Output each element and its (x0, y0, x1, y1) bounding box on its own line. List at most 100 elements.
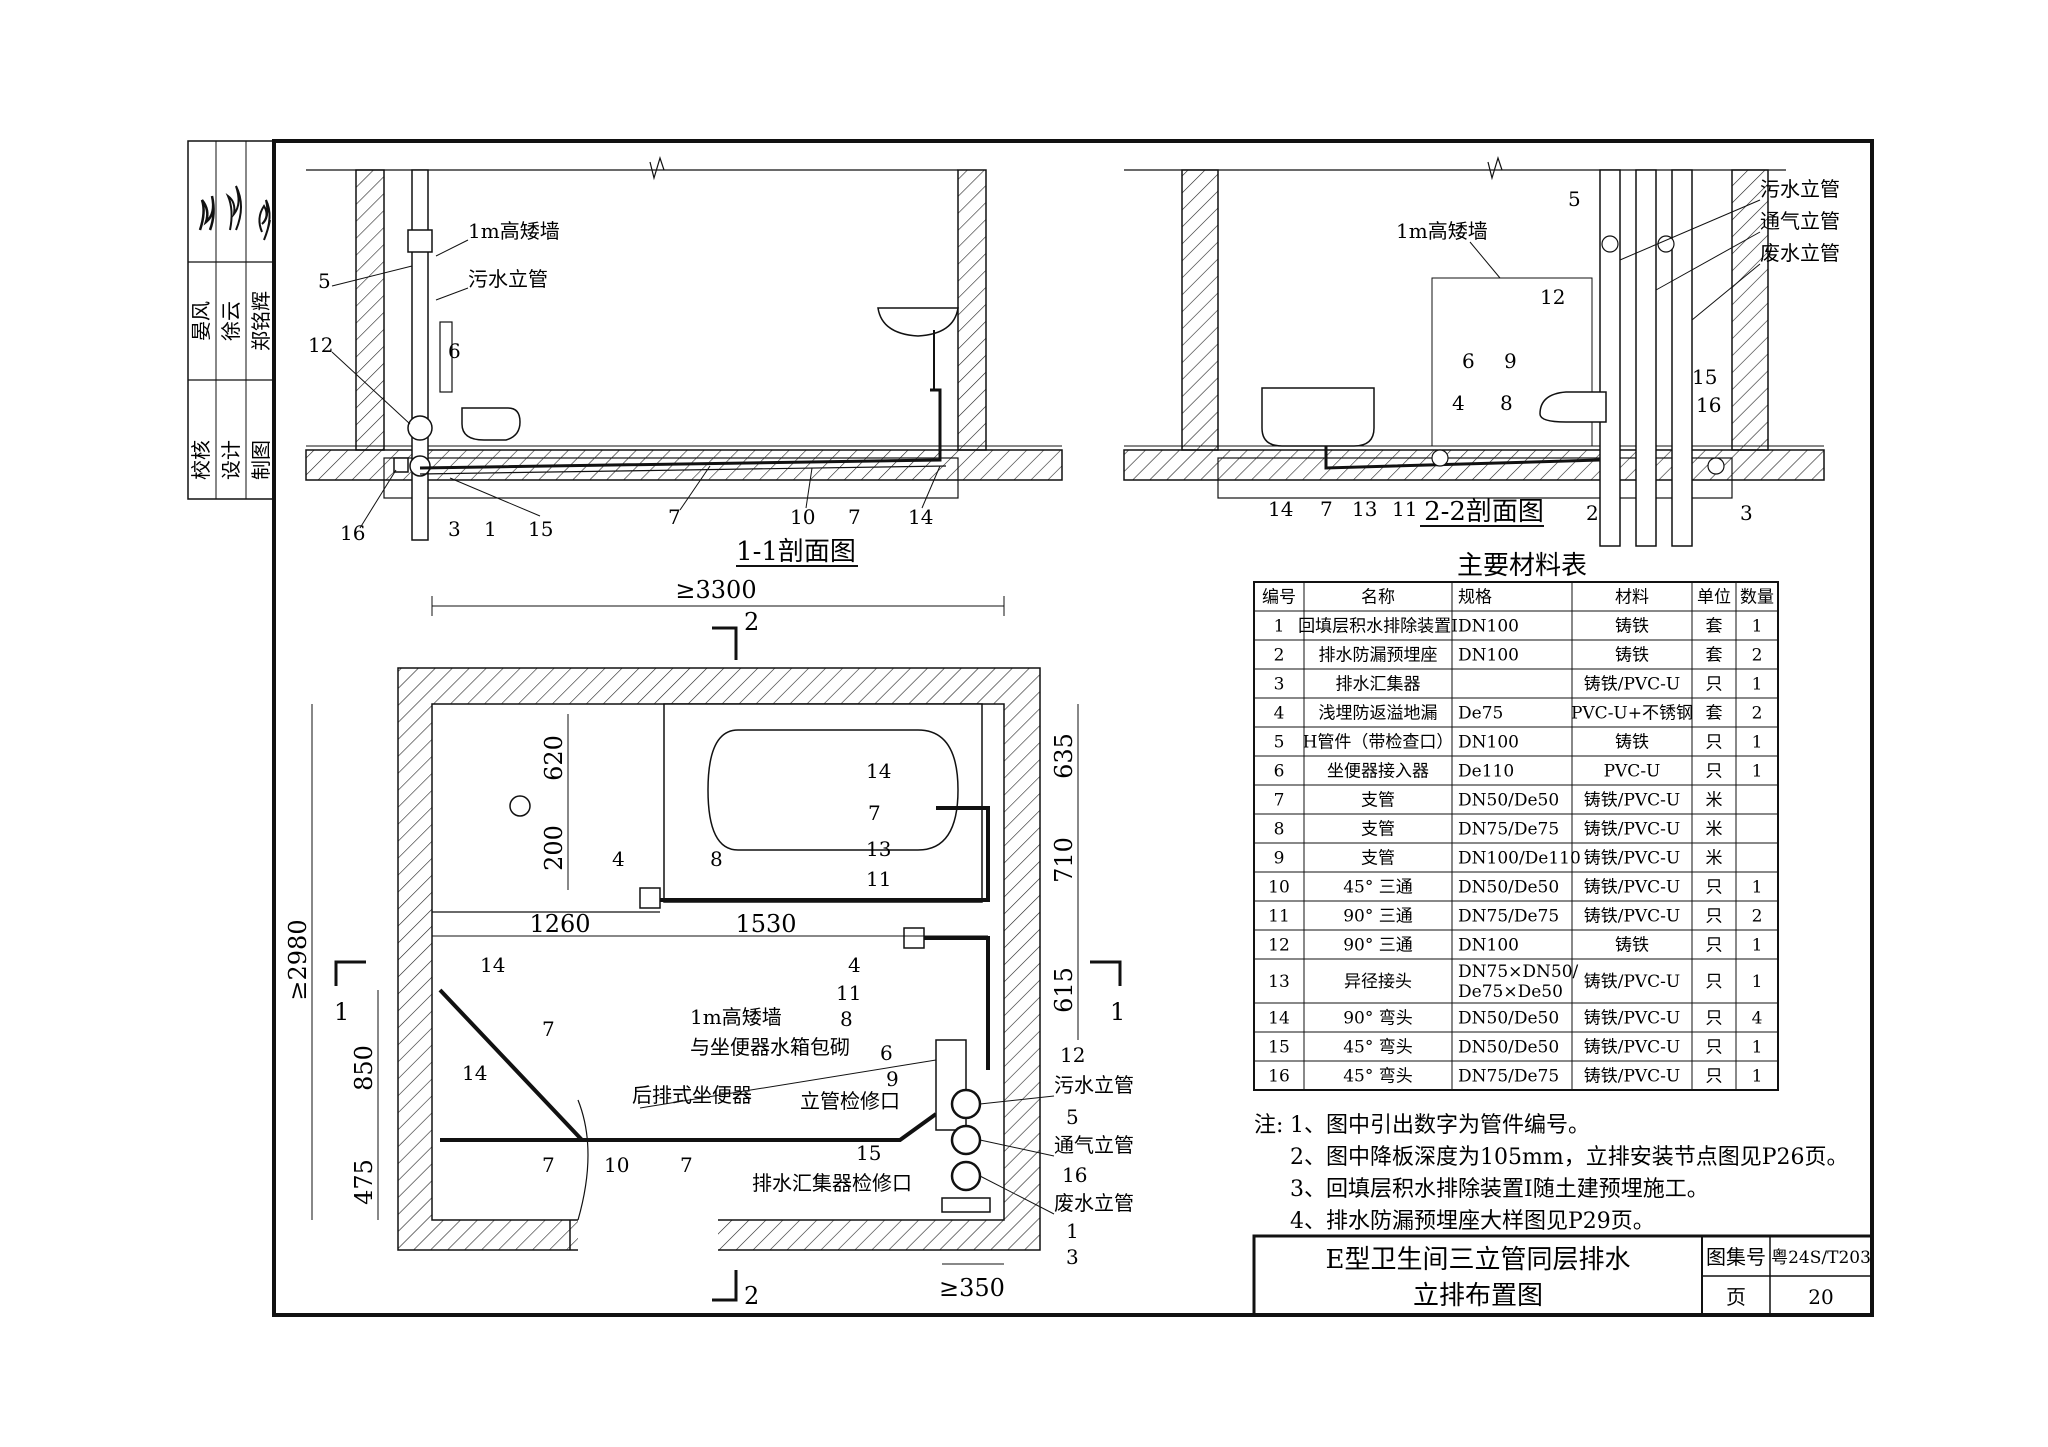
table-cell: PVC-U (1604, 762, 1661, 782)
page-value: 20 (1808, 1285, 1833, 1309)
table-cell: 90° 三通 (1343, 907, 1413, 927)
plan-callout-12: 12 (1060, 1043, 1085, 1067)
s2-toilet (1539, 391, 1607, 423)
table-cell: DN100 (1458, 936, 1519, 956)
note-4: 4、排水防漏预埋座大样图见P29页。 (1290, 1209, 1655, 1234)
s2-callout-8: 8 (1500, 391, 1513, 415)
table-cell: 米 (1706, 820, 1723, 840)
s1-callout-7a: 7 (668, 505, 681, 529)
table-cell: 坐便器接入器 (1327, 762, 1429, 782)
s2-label-vent-riser: 通气立管 (1760, 209, 1840, 233)
table-cell: 1 (1752, 617, 1763, 637)
s1-callout-10: 10 (790, 505, 815, 529)
s2-low-wall (1431, 277, 1593, 447)
toilet-tank (439, 321, 453, 393)
signature-design (225, 185, 242, 231)
dim-height-total: ≥2980 (284, 919, 312, 1000)
table-header-cell: 数量 (1740, 588, 1774, 608)
note-3: 3、回填层积水排除装置Ⅰ随土建预埋施工。 (1290, 1177, 1709, 1202)
table-header-cell: 材料 (1615, 588, 1649, 608)
table-cell: 4 (1274, 704, 1285, 724)
table-cell: 铸铁/PVC-U (1584, 1038, 1681, 1058)
label-wall-1m-s1: 1m高矮墙 (468, 219, 560, 243)
table-cell: DN75/De75 (1458, 820, 1559, 840)
notes-prefix: 注: (1254, 1113, 1283, 1138)
plan-callout-7b: 7 (542, 1017, 555, 1041)
table-cell: 套 (1706, 617, 1723, 637)
plan-waste-riser (950, 1160, 982, 1192)
table-cell: 4 (1752, 1009, 1763, 1029)
table-cell: 铸铁 (1615, 646, 1649, 666)
dim-615: 615 (1050, 967, 1078, 1013)
plan-callout-6: 6 (880, 1041, 893, 1065)
plan-callout-7d: 7 (680, 1153, 693, 1177)
plan-walls (397, 667, 1041, 1251)
s1-callout-12: 12 (308, 333, 333, 357)
table-cell: 支管 (1361, 791, 1395, 811)
table-cell: PVC-U+不锈钢 (1571, 704, 1693, 724)
dim-1260: 1260 (529, 910, 590, 938)
s1-callout-5: 5 (318, 269, 331, 293)
title-line-1: E型卫生间三立管同层排水 (1326, 1245, 1631, 1275)
table-cell: 3 (1274, 675, 1285, 695)
s1-callout-3: 3 (448, 517, 461, 541)
table-cell: 只 (1706, 675, 1723, 695)
s2-callout-3: 3 (1740, 501, 1753, 525)
s2-sewage-riser (1599, 169, 1621, 547)
s2-label-wall-1m: 1m高矮墙 (1396, 219, 1488, 243)
plan-bathtub (663, 703, 983, 903)
table-cell: 90° 三通 (1343, 936, 1413, 956)
table-cell: DN75/De75 (1458, 907, 1559, 927)
cut1-left-label: 1 (334, 998, 349, 1026)
table-cell: H管件（带检查口） (1303, 733, 1454, 753)
plan-label-rear-toilet: 后排式坐便器 (632, 1083, 752, 1107)
dim-620: 620 (540, 735, 568, 781)
table-cell: De75×De50 (1458, 982, 1563, 1002)
plan-callout-14a: 14 (866, 759, 891, 783)
table-cell: 铸铁/PVC-U (1584, 791, 1681, 811)
atlas-label: 图集号 (1706, 1245, 1766, 1269)
dim-475: 475 (350, 1159, 378, 1205)
toilet (461, 407, 521, 441)
plan-label-collector-access: 排水汇集器检修口 (752, 1171, 912, 1195)
table-cell: 1 (1752, 878, 1763, 898)
riser-tee (407, 415, 433, 441)
plan-collector (941, 1197, 991, 1213)
table-cell: 1 (1752, 936, 1763, 956)
plan-callout-7c: 7 (542, 1153, 555, 1177)
table-cell: 45° 弯头 (1343, 1038, 1413, 1058)
section-2-2: 1m高矮墙 污水立管 通气立管 废水立管 5 12 6 9 4 8 15 16 … (1123, 156, 1840, 547)
table-cell: 只 (1706, 972, 1723, 992)
title-line-2: 立排布置图 (1413, 1281, 1543, 1311)
table-cell: 1 (1752, 733, 1763, 753)
s1-callout-7b: 7 (848, 505, 861, 529)
table-cell: 90° 弯头 (1343, 1009, 1413, 1029)
table-cell: 9 (1274, 849, 1285, 869)
sig-role-design: 设计 (219, 440, 243, 480)
s2-callout-16: 16 (1696, 393, 1721, 417)
table-cell: 铸铁/PVC-U (1584, 907, 1681, 927)
backfill-layer (383, 457, 959, 499)
plan-callout-11a: 11 (866, 867, 891, 891)
plan-callout-16: 16 (1062, 1163, 1087, 1187)
section-1-1: 1m高矮墙 污水立管 5 12 6 16 3 1 15 7 10 7 14 1-… (305, 156, 1063, 567)
note-1: 1、图中引出数字为管件编号。 (1290, 1113, 1590, 1138)
table-cell: 支管 (1361, 849, 1395, 869)
table-cell: De110 (1458, 762, 1514, 782)
s1-callout-1: 1 (484, 517, 497, 541)
sig-role-draw: 制图 (249, 440, 273, 480)
riser-base-fitting (409, 455, 431, 477)
plan-callout-13: 13 (866, 837, 891, 861)
plan-sewage-riser (950, 1088, 982, 1120)
table-cell: 5 (1274, 733, 1285, 753)
s2-label-waste-riser: 废水立管 (1760, 241, 1840, 265)
cut2-top-label: 2 (744, 608, 759, 636)
section-1-1-title: 1-1剖面图 (736, 537, 856, 567)
table-cell: 支管 (1361, 820, 1395, 840)
s2-callout-11: 11 (1392, 497, 1417, 521)
cut2-bottom-label: 2 (744, 1282, 759, 1310)
table-cell: 只 (1706, 1067, 1723, 1087)
s1-callout-16: 16 (340, 521, 365, 545)
table-cell: 只 (1706, 878, 1723, 898)
